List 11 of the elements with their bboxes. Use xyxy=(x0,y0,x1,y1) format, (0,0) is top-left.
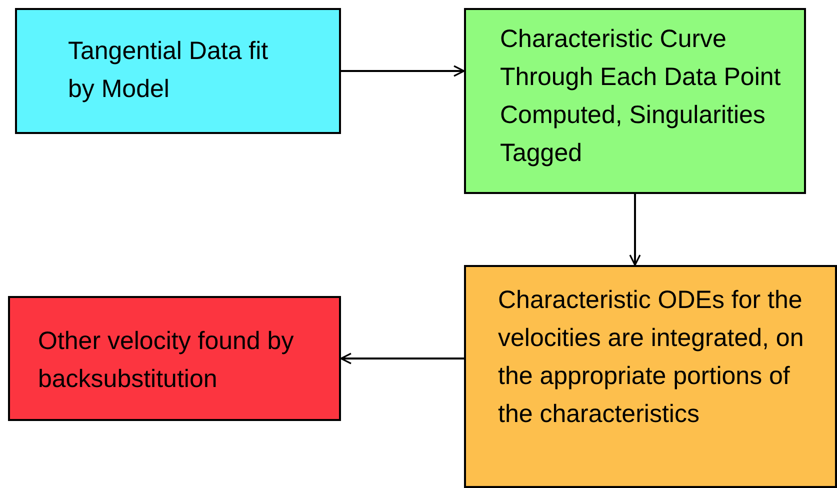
box-text: Characteristic ODEs for the velocities are integrated, on the appropriate portions of the characteristics xyxy=(498,285,805,430)
process-box xyxy=(8,296,341,421)
arrow xyxy=(629,194,641,266)
arrow xyxy=(340,352,464,364)
process-box xyxy=(464,265,837,488)
box-text: Characteristic Curve Through Each Data Point Computed, Singularities Tagged xyxy=(500,24,782,169)
process-box xyxy=(464,8,806,194)
arrow xyxy=(341,65,465,77)
box-text: Other velocity found by backsubstitution xyxy=(38,326,295,395)
process-box xyxy=(15,8,341,134)
box-text: Tangential Data fit by Model xyxy=(68,36,270,105)
